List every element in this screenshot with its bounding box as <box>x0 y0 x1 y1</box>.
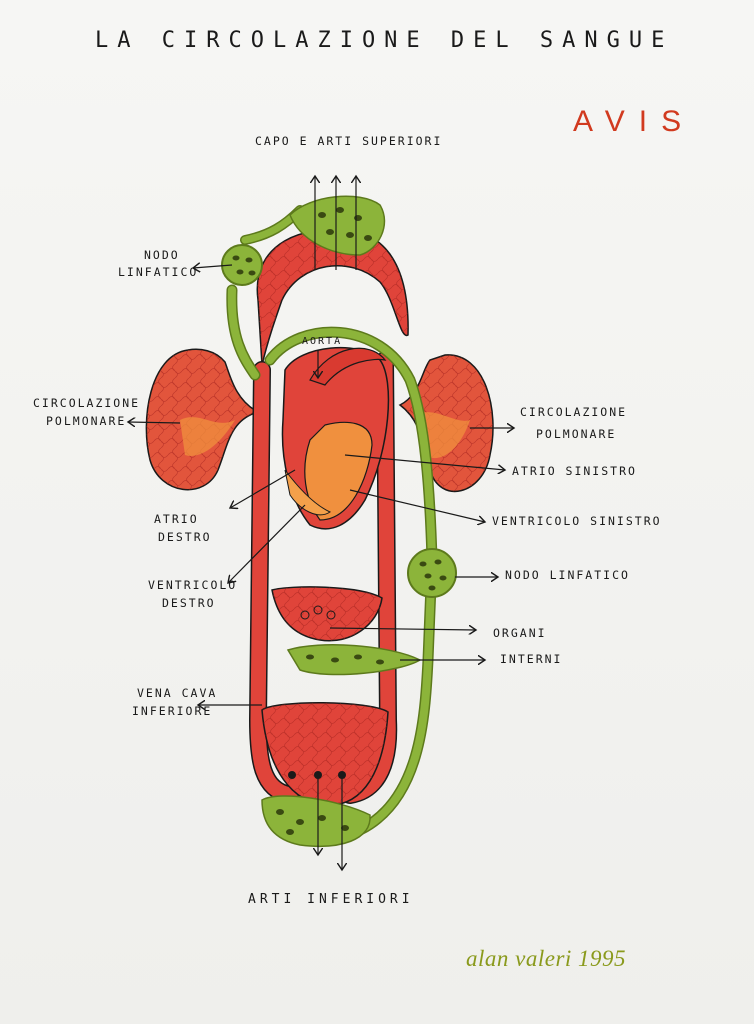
label-lymph-node-right: NODO LINFATICO <box>505 568 630 582</box>
label-right-atrium-line2: DESTRO <box>158 530 212 544</box>
lower-body-capillaries <box>261 702 389 806</box>
annotation-arrows <box>128 176 514 870</box>
label-head-upper-limbs: CAPO E ARTI SUPERIORI <box>255 134 443 148</box>
heart <box>281 347 390 530</box>
label-left-ventricle: VENTRICOLO SINISTRO <box>492 514 662 528</box>
internal-organs-capillaries <box>271 586 383 642</box>
label-vena-cava-line2: INFERIORE <box>132 704 213 718</box>
label-internal-organs-line1: ORGANI <box>493 626 547 640</box>
brand-logo-text: AVIS <box>573 105 696 138</box>
label-right-ventricle-line2: DESTRO <box>162 596 216 610</box>
label-pulmonary-left-line1: CIRCOLAZIONE <box>33 396 141 410</box>
label-pulmonary-right-line1: CIRCOLAZIONE <box>520 405 628 419</box>
label-lymph-node-left-line1: NODO <box>144 248 180 262</box>
artist-signature: alan valeri 1995 <box>466 946 627 971</box>
label-pulmonary-left-line2: POLMONARE <box>46 414 127 428</box>
lymphatic-system <box>221 195 457 847</box>
page-title: LA CIRCOLAZIONE DEL SANGUE <box>95 28 674 53</box>
left-lung <box>145 348 261 491</box>
label-aorta: AORTA <box>302 336 343 347</box>
label-pulmonary-right-line2: POLMONARE <box>536 427 617 441</box>
right-lung <box>398 354 494 493</box>
label-right-atrium-line1: ATRIO <box>154 512 199 526</box>
label-left-atrium: ATRIO SINISTRO <box>512 464 637 478</box>
label-lower-limbs: ARTI INFERIORI <box>248 892 414 907</box>
label-internal-organs-line2: INTERNI <box>500 652 563 666</box>
label-vena-cava-line1: VENA CAVA <box>137 686 218 700</box>
label-right-ventricle-line1: VENTRICOLO <box>148 578 238 592</box>
label-lymph-node-left-line2: LINFATICO <box>118 265 199 279</box>
